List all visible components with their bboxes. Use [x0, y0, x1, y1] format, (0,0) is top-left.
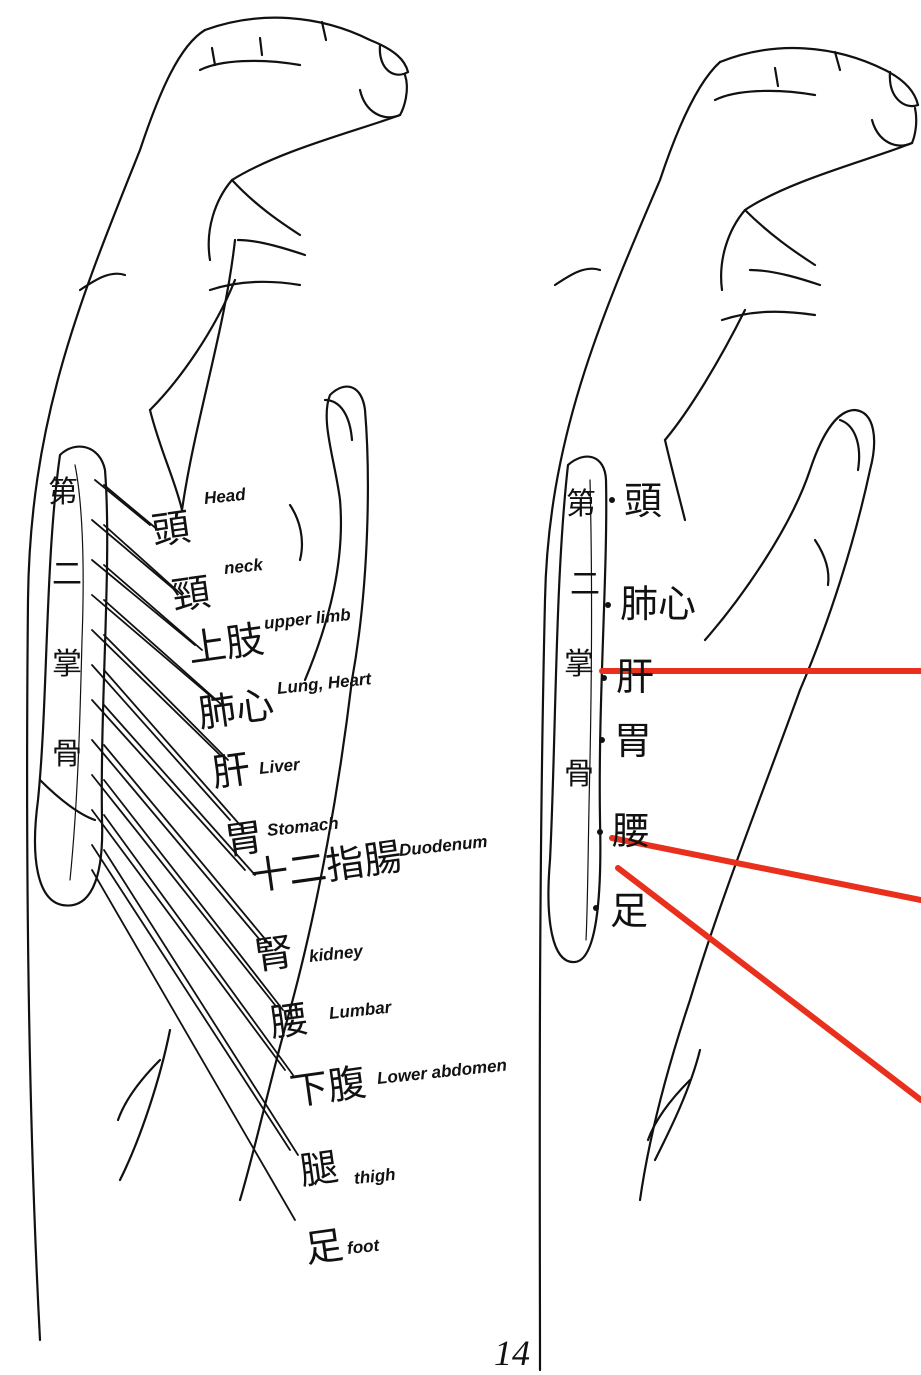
right-label-foot: 足	[610, 892, 648, 930]
left-label-en-head: Head	[203, 486, 246, 507]
left-label-zh-lumbar: 腰	[268, 1000, 311, 1043]
right-bone-label-char: 掌	[564, 650, 594, 680]
page-number: 14	[494, 1332, 530, 1374]
left-label-zh-lower-abdomen: 下腹	[288, 1063, 369, 1111]
left-label-en-foot: foot	[346, 1237, 380, 1257]
left-bone-label-char: 骨	[52, 740, 82, 770]
right-label-lung-heart: 肺心	[620, 585, 696, 623]
left-label-zh-kidney: 腎	[253, 933, 296, 976]
right-bone-label-char: 二	[570, 570, 600, 600]
left-label-en-neck: neck	[223, 556, 263, 577]
left-label-zh-lung-heart: 肺心	[196, 685, 277, 733]
left-label-en-liver: Liver	[258, 756, 300, 777]
right-label-liver: 肝	[616, 658, 654, 696]
right-label-head: 頭	[624, 482, 662, 520]
left-label-zh-upper-limb: 上肢	[186, 620, 267, 668]
left-label-zh-thigh: 腿	[298, 1148, 341, 1191]
left-bone-label-char: 掌	[52, 650, 82, 680]
right-label-stomach: 胃	[614, 722, 652, 760]
left-label-zh-neck: 頸	[170, 573, 213, 616]
left-label-zh-foot: 足	[303, 1226, 346, 1269]
left-bone-label-char: 第	[48, 478, 78, 508]
right-label-lumbar: 腰	[612, 812, 650, 850]
left-bone-label-char: 二	[52, 560, 82, 590]
right-bone-label-char: 骨	[564, 760, 594, 790]
left-label-en-thigh: thigh	[353, 1166, 396, 1187]
right-hand-outline	[540, 48, 918, 1370]
left-label-zh-liver: 肝	[210, 750, 253, 793]
right-bone-label-char: 第	[566, 490, 596, 520]
left-label-zh-head: 頭	[150, 508, 193, 551]
right-metacarpal-outline	[548, 457, 606, 963]
